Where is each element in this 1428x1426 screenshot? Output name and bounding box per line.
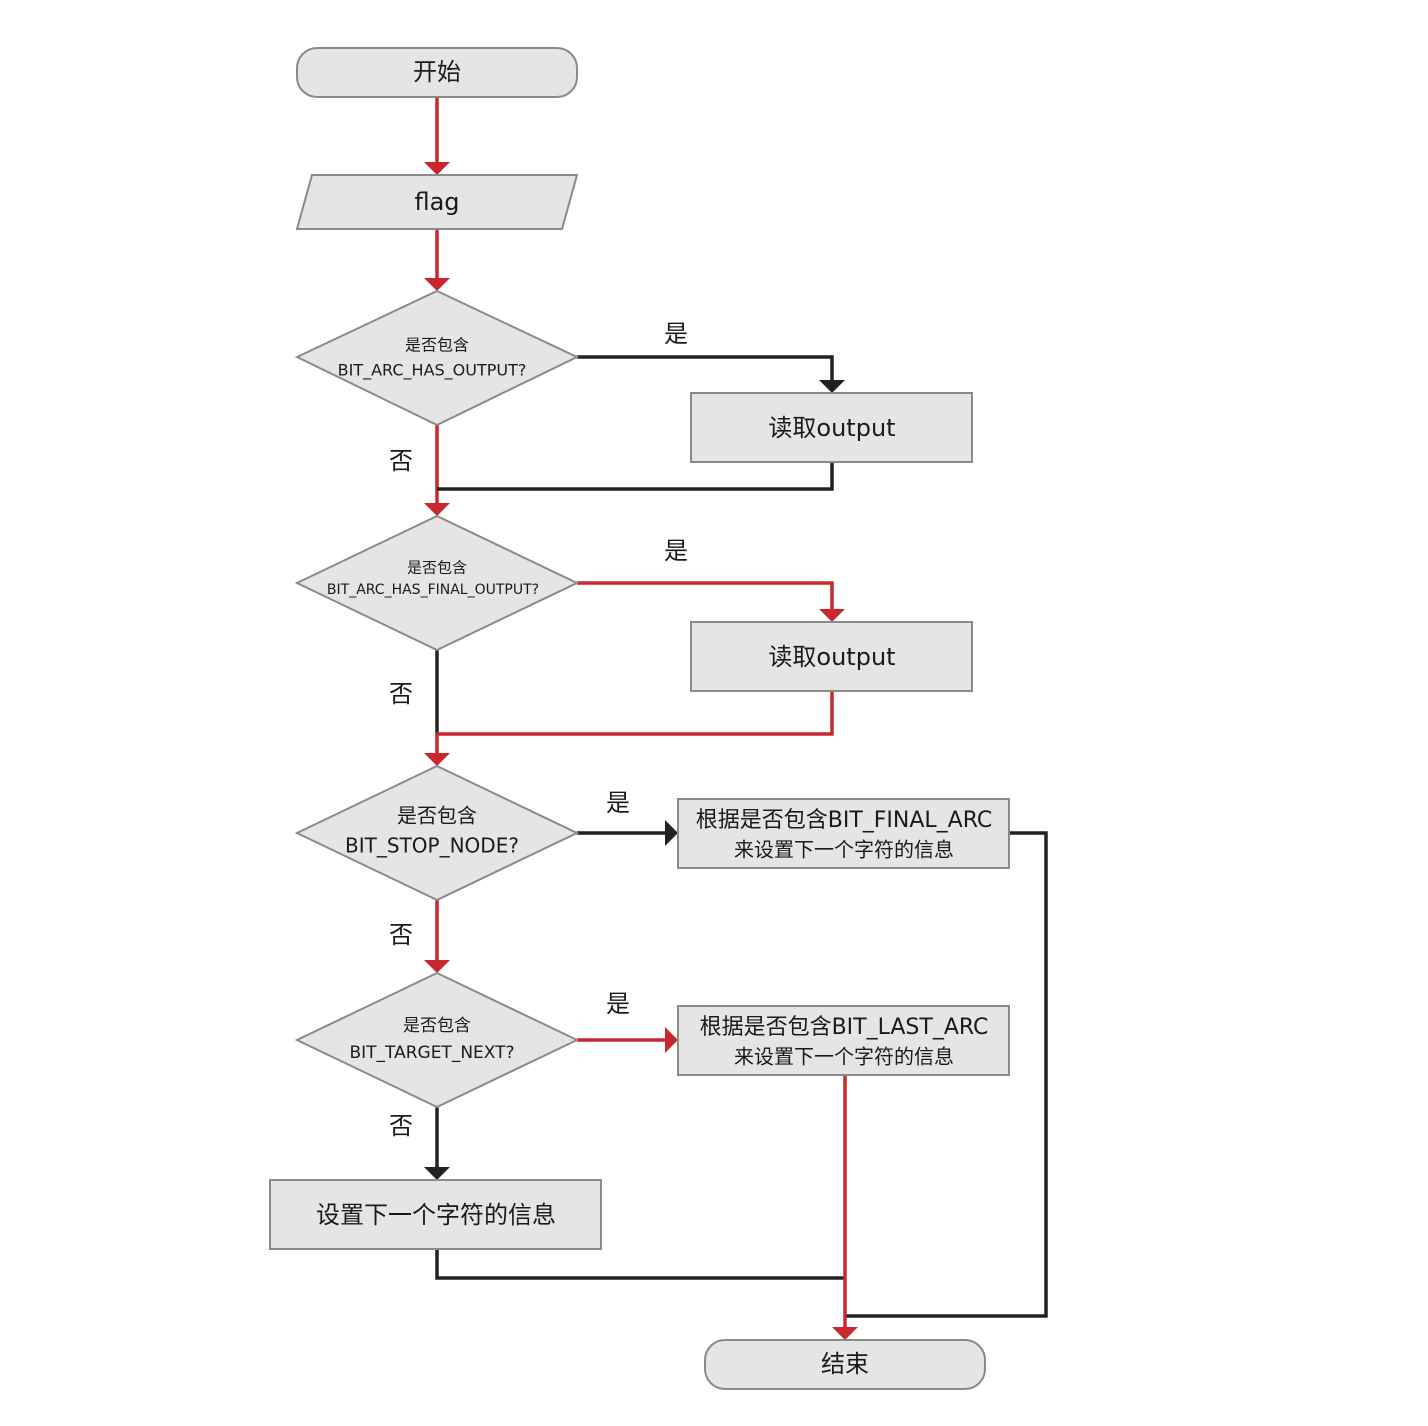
edge-set-next-merge <box>435 1250 845 1280</box>
last-arc-line1: 根据是否包含BIT_LAST_ARC <box>700 1015 989 1040</box>
end-label: 结束 <box>821 1350 869 1378</box>
last-arc-line2: 来设置下一个字符的信息 <box>734 1045 954 1069</box>
yes-label-4: 是 <box>606 990 630 1018</box>
arrowhead <box>819 380 845 393</box>
arrowhead <box>665 1027 678 1053</box>
arrowhead <box>424 278 450 291</box>
last-arc-box: 根据是否包含BIT_LAST_ARC 来设置下一个字符的信息 <box>677 1005 1010 1076</box>
decision1-line2: BIT_ARC_HAS_OUTPUT? <box>338 361 527 381</box>
no-label-2: 否 <box>389 680 413 708</box>
decision1-line1: 是否包含 <box>405 336 469 355</box>
edge-read-output-1-merge <box>437 463 834 491</box>
read-output-2-label: 读取output <box>768 643 895 671</box>
decision2-line2: BIT_ARC_HAS_FINAL_OUTPUT? <box>327 582 539 598</box>
arrowhead <box>424 503 450 516</box>
decision3-line1: 是否包含 <box>397 804 477 828</box>
arrowhead <box>424 162 450 175</box>
decision-has-output: 是否包含 BIT_ARC_HAS_OUTPUT? <box>294 289 580 427</box>
arrowhead <box>832 1327 858 1340</box>
edge-read-output-2-merge <box>435 692 834 753</box>
end-node: 结束 <box>704 1339 986 1390</box>
yes-label-2: 是 <box>664 537 688 565</box>
read-output-box-2: 读取output <box>690 621 973 692</box>
decision3-line2: BIT_STOP_NODE? <box>345 834 519 858</box>
edge-decision1-yes <box>577 355 834 380</box>
arrowhead <box>424 960 450 973</box>
no-label-3: 否 <box>389 921 413 949</box>
set-next-label: 设置下一个字符的信息 <box>316 1201 556 1229</box>
decision-has-final-output: 是否包含 BIT_ARC_HAS_FINAL_OUTPUT? <box>294 514 580 652</box>
decision-target-next: 是否包含 BIT_TARGET_NEXT? <box>294 971 580 1109</box>
flag-label: flag <box>414 188 459 216</box>
set-next-char-box: 设置下一个字符的信息 <box>269 1179 602 1250</box>
final-arc-line2: 来设置下一个字符的信息 <box>734 838 954 862</box>
arrowhead <box>665 820 678 846</box>
arrowhead <box>819 609 845 622</box>
edge-decision2-yes <box>577 581 834 609</box>
final-arc-line1: 根据是否包含BIT_FINAL_ARC <box>696 808 993 833</box>
flag-input-node: flag <box>295 174 579 230</box>
arrowhead <box>424 1167 450 1180</box>
decision-stop-node: 是否包含 BIT_STOP_NODE? <box>294 764 580 902</box>
read-output-1-label: 读取output <box>768 414 895 442</box>
decision4-line2: BIT_TARGET_NEXT? <box>349 1043 514 1063</box>
no-label-4: 否 <box>389 1112 413 1140</box>
read-output-box-1: 读取output <box>690 392 973 463</box>
start-label: 开始 <box>413 58 461 86</box>
edge-final-arc-to-end <box>845 831 1048 1318</box>
start-node: 开始 <box>296 47 578 98</box>
arrowhead <box>424 753 450 766</box>
decision4-line1: 是否包含 <box>403 1016 471 1036</box>
decision2-line1: 是否包含 <box>407 559 467 577</box>
yes-label-1: 是 <box>664 320 688 348</box>
final-arc-box: 根据是否包含BIT_FINAL_ARC 来设置下一个字符的信息 <box>677 798 1010 869</box>
yes-label-3: 是 <box>606 789 630 817</box>
no-label-1: 否 <box>389 447 413 475</box>
